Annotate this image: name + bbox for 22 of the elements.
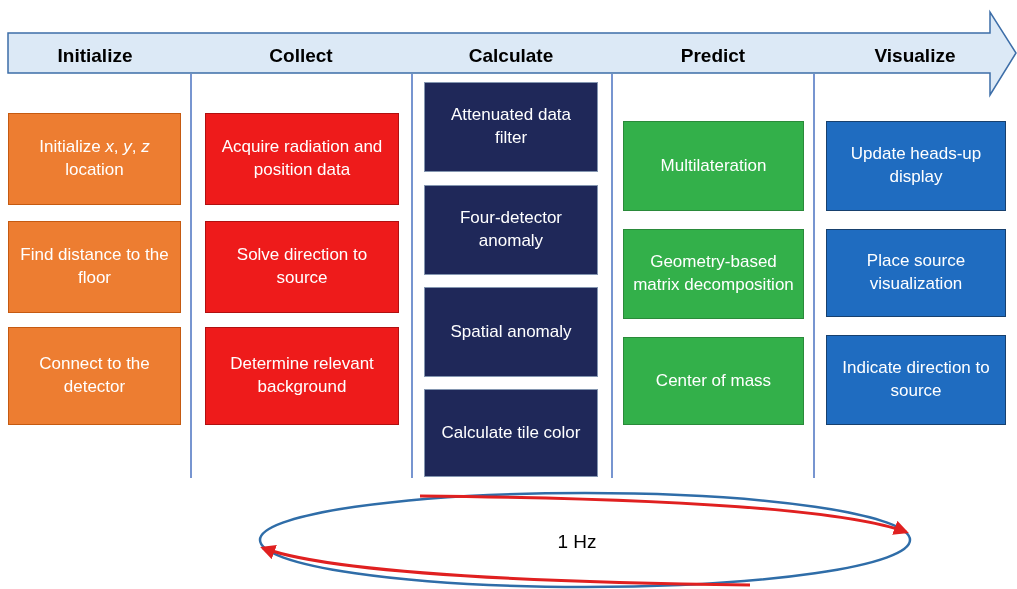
process-box: Calculate tile color — [424, 389, 598, 477]
process-box: Find distance to the floor — [8, 221, 181, 313]
stage-label: Initialize — [57, 45, 133, 67]
frequency-label: 1 Hz — [557, 531, 597, 553]
process-box: Center of mass — [623, 337, 804, 425]
process-box: Initialize x, y, z location — [8, 113, 181, 205]
process-box: Indicate direction to source — [826, 335, 1006, 425]
process-box: Place source visualization — [826, 229, 1006, 317]
stage-label: Visualize — [874, 45, 956, 67]
process-box: Spatial anomaly — [424, 287, 598, 377]
stage-label: Predict — [680, 45, 746, 67]
process-box: Acquire radiation and position data — [205, 113, 399, 205]
process-box: Update heads-up display — [826, 121, 1006, 211]
stage-label: Collect — [269, 45, 333, 67]
process-box: Solve direction to source — [205, 221, 399, 313]
process-box: Attenuated data filter — [424, 82, 598, 172]
process-box: Multilateration — [623, 121, 804, 211]
process-box: Four-detector anomaly — [424, 185, 598, 275]
process-box: Connect to the detector — [8, 327, 181, 425]
process-box: Geometry-based matrix decomposition — [623, 229, 804, 319]
process-box: Determine relevant background — [205, 327, 399, 425]
stage-label: Calculate — [468, 45, 554, 67]
